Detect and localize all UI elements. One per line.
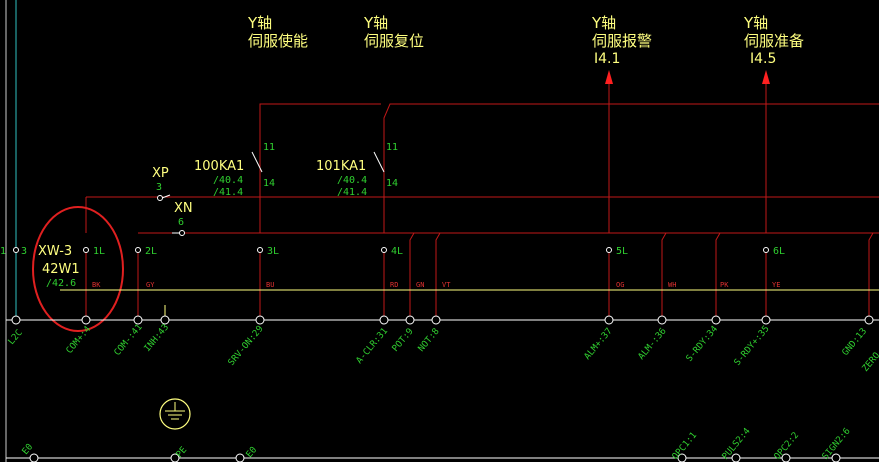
xn-terminal: XN 6 bbox=[172, 201, 879, 236]
svg-text:100KA1: 100KA1 bbox=[194, 159, 244, 174]
svg-text:5L: 5L bbox=[616, 246, 628, 257]
svg-text:WH: WH bbox=[668, 281, 676, 289]
svg-text:GN: GN bbox=[416, 281, 424, 289]
svg-text:COM-:41: COM-:41 bbox=[113, 322, 145, 357]
svg-text:GY: GY bbox=[146, 281, 155, 289]
svg-text:RD: RD bbox=[390, 281, 398, 289]
svg-text:XP: XP bbox=[152, 166, 169, 181]
title-servo-reset: Y轴 伺服复位 bbox=[363, 14, 424, 50]
svg-text:ZERO: ZERO bbox=[861, 351, 879, 374]
wire-color-codes: BK GY BU RD GN VT OG WH PK YE bbox=[92, 281, 780, 289]
svg-text:I4.5: I4.5 bbox=[750, 51, 776, 67]
svg-text:1: 1 bbox=[0, 246, 6, 257]
svg-text:GND:13: GND:13 bbox=[841, 327, 870, 358]
svg-text:101KA1: 101KA1 bbox=[316, 159, 366, 174]
svg-text:4L: 4L bbox=[391, 246, 403, 257]
svg-text:14: 14 bbox=[263, 178, 275, 189]
svg-text:VT: VT bbox=[442, 281, 451, 289]
svg-text:Y轴: Y轴 bbox=[363, 14, 388, 32]
svg-text:POT:9: POT:9 bbox=[391, 327, 416, 354]
svg-text:YE: YE bbox=[772, 281, 780, 289]
svg-text:L2C: L2C bbox=[7, 328, 25, 347]
svg-text:伺服报警: 伺服报警 bbox=[592, 32, 652, 50]
svg-text:1L: 1L bbox=[93, 246, 105, 257]
node-row-wires bbox=[85, 232, 874, 320]
svg-text:S-RDY+:35: S-RDY+:35 bbox=[733, 324, 772, 368]
svg-text:42W1: 42W1 bbox=[42, 262, 80, 277]
svg-text:3: 3 bbox=[21, 246, 27, 257]
svg-text:BU: BU bbox=[266, 281, 274, 289]
node-terminals: 1L 2L 3L 4L 5L 6L bbox=[83, 246, 785, 257]
svg-text:/40.4: /40.4 bbox=[337, 175, 367, 186]
svg-text:Y轴: Y轴 bbox=[743, 14, 768, 32]
title-servo-alarm: Y轴 伺服报警 I4.1 bbox=[591, 14, 652, 67]
svg-text:/42.6: /42.6 bbox=[46, 278, 76, 289]
svg-text:11: 11 bbox=[263, 142, 275, 153]
svg-text:14: 14 bbox=[386, 178, 398, 189]
svg-text:SRV-ON:29: SRV-ON:29 bbox=[227, 324, 266, 368]
relay-contact-101KA1: 11 14 101KA1 /40.4 /41.4 bbox=[316, 142, 398, 198]
connector-xw3: XW-3 42W1 /42.6 bbox=[38, 244, 80, 289]
svg-text:2L: 2L bbox=[145, 246, 157, 257]
svg-text:3: 3 bbox=[156, 182, 162, 193]
svg-text:S-RDY:34: S-RDY:34 bbox=[685, 324, 721, 364]
ground-icon bbox=[159, 398, 191, 430]
svg-text:I4.1: I4.1 bbox=[594, 51, 620, 67]
pin-labels: L2C COM+:4 COM-:41 INH:43 SRV-ON:29 A-CL… bbox=[7, 322, 879, 373]
svg-text:XN: XN bbox=[174, 201, 193, 216]
svg-text:BK: BK bbox=[92, 281, 101, 289]
svg-text:INH:43: INH:43 bbox=[143, 323, 172, 354]
svg-text:PK: PK bbox=[720, 281, 729, 289]
svg-text:11: 11 bbox=[386, 142, 398, 153]
svg-text:ALM-:36: ALM-:36 bbox=[637, 326, 669, 361]
relay-contact-100KA1: 11 14 100KA1 /40.4 /41.4 bbox=[194, 142, 275, 198]
svg-text:6: 6 bbox=[178, 217, 184, 228]
top-bus-wires bbox=[85, 103, 879, 233]
bottom-pin-labels: E0 PE E0 OPC1:1 PULS2:4 OPC2:2 SIGN2:6 bbox=[21, 426, 853, 461]
pin-terminals bbox=[11, 315, 874, 325]
svg-text:伺服复位: 伺服复位 bbox=[364, 32, 424, 50]
highlight-circle bbox=[32, 206, 124, 332]
svg-text:Y轴: Y轴 bbox=[591, 14, 616, 32]
svg-text:OG: OG bbox=[616, 281, 624, 289]
svg-text:伺服使能: 伺服使能 bbox=[248, 32, 308, 50]
svg-text:NOT:8: NOT:8 bbox=[417, 327, 442, 354]
svg-text:A-CLR:31: A-CLR:31 bbox=[355, 326, 391, 366]
svg-text:ALM+:37: ALM+:37 bbox=[583, 326, 615, 361]
svg-text:/40.4: /40.4 bbox=[213, 175, 243, 186]
title-servo-ready: Y轴 伺服准备 I4.5 bbox=[743, 14, 804, 67]
svg-text:3L: 3L bbox=[267, 246, 279, 257]
svg-text:Y轴: Y轴 bbox=[247, 14, 272, 32]
svg-text:伺服准备: 伺服准备 bbox=[744, 32, 804, 50]
xp-terminal: XP 3 bbox=[152, 166, 171, 201]
svg-text:/41.4: /41.4 bbox=[337, 187, 367, 198]
svg-text:XW-3: XW-3 bbox=[38, 244, 72, 259]
title-servo-enable: Y轴 伺服使能 bbox=[247, 14, 308, 50]
alarm-signal-arrow bbox=[605, 70, 613, 233]
left-edge-terminal: 1 3 bbox=[0, 246, 27, 257]
svg-text:6L: 6L bbox=[773, 246, 785, 257]
ready-signal-arrow bbox=[762, 70, 770, 233]
bottom-pin-terminals bbox=[29, 453, 841, 462]
svg-text:/41.4: /41.4 bbox=[213, 187, 243, 198]
